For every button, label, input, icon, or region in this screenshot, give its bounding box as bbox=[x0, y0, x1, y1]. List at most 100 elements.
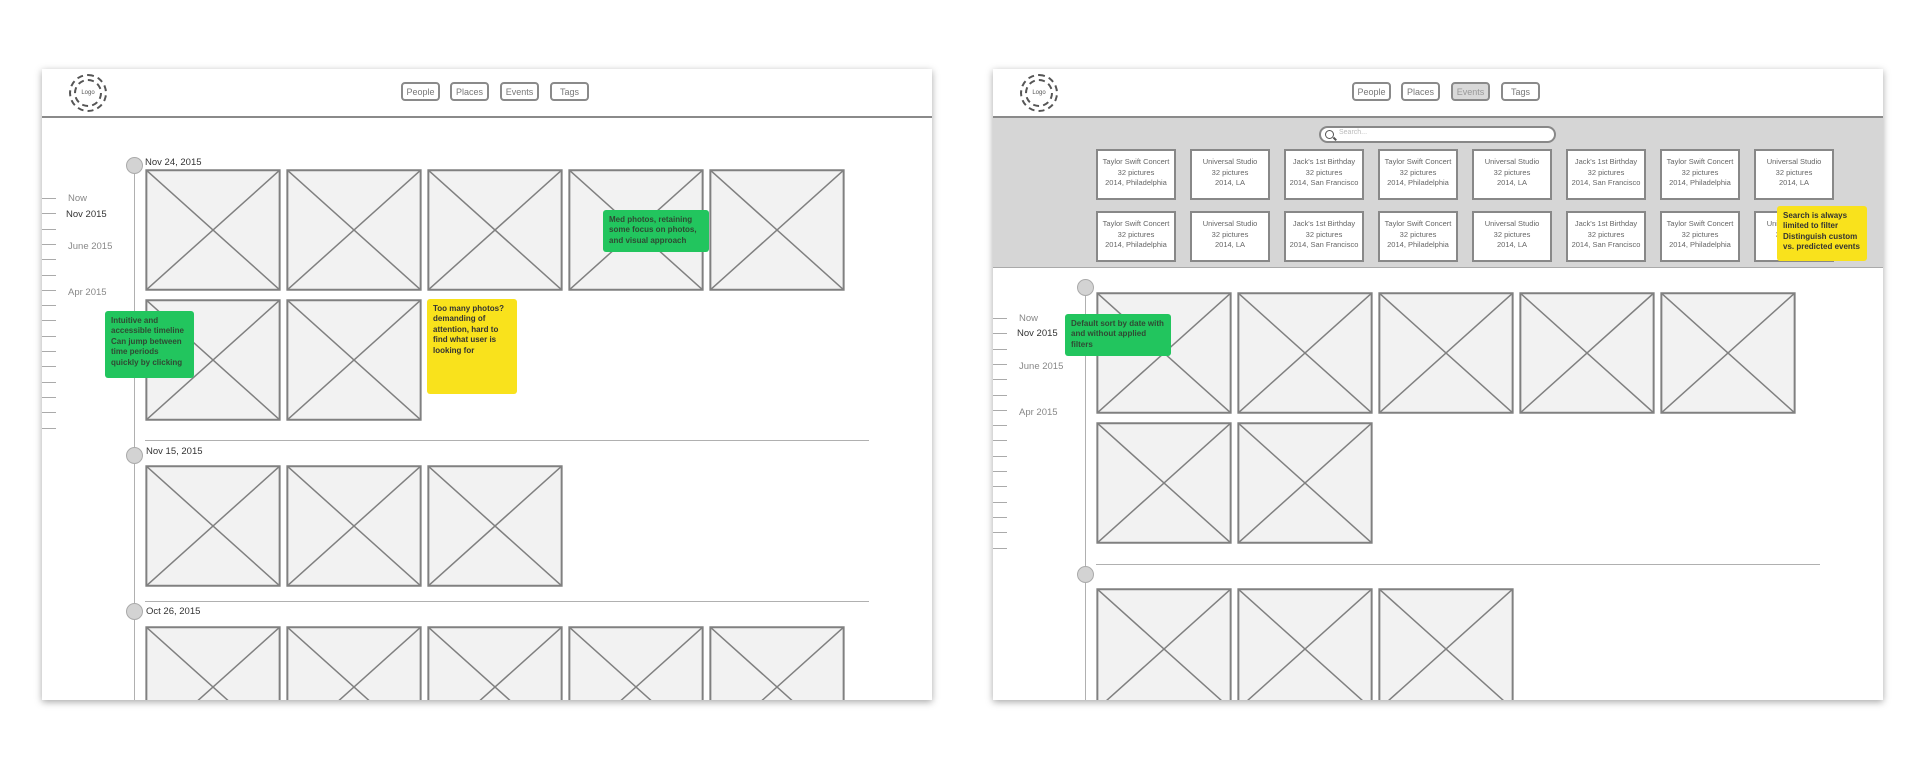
photo-placeholder[interactable] bbox=[709, 169, 845, 291]
event-card-count: 32 pictures bbox=[1399, 167, 1437, 177]
timeline-current[interactable]: Nov 2015 bbox=[66, 209, 107, 220]
timeline-tick bbox=[42, 198, 56, 199]
nav-tags[interactable]: Tags bbox=[1501, 82, 1540, 101]
event-card-count: 32 pictures bbox=[1117, 229, 1155, 239]
logo: Logo bbox=[1020, 74, 1058, 112]
photo-placeholder[interactable] bbox=[709, 626, 845, 700]
event-card-title: Universal Studio bbox=[1484, 157, 1540, 166]
event-card-title: Jack's 1st Birthday bbox=[1574, 157, 1638, 166]
nav-events[interactable]: Events bbox=[1451, 82, 1490, 101]
timeline-tick bbox=[993, 455, 1007, 457]
photo-placeholder[interactable] bbox=[286, 299, 422, 421]
photo-placeholder[interactable] bbox=[1378, 588, 1514, 700]
event-card-title: Taylor Swift Concert bbox=[1384, 219, 1452, 228]
photo-placeholder[interactable] bbox=[286, 465, 422, 587]
event-card-meta: 2014, LA bbox=[1214, 240, 1246, 249]
photo-placeholder[interactable] bbox=[427, 465, 563, 587]
divider bbox=[1096, 564, 1820, 565]
event-card-count: 32 pictures bbox=[1305, 167, 1343, 177]
timeline-tick bbox=[42, 243, 56, 245]
timeline-tick bbox=[42, 213, 56, 215]
timeline-june[interactable]: June 2015 bbox=[68, 241, 113, 252]
photo-placeholder[interactable] bbox=[1660, 292, 1796, 414]
divider bbox=[145, 440, 869, 441]
timeline-line bbox=[134, 165, 135, 700]
photo-placeholder[interactable] bbox=[1237, 422, 1373, 544]
timeline-tick bbox=[42, 259, 56, 261]
event-card-meta: 2014, San Francisco bbox=[1571, 178, 1641, 187]
timeline-apr[interactable]: Apr 2015 bbox=[1019, 407, 1058, 418]
sticky-note: Intuitive and accessible timeline Can ju… bbox=[105, 311, 194, 378]
nav-people[interactable]: People bbox=[1352, 82, 1391, 101]
nav-places[interactable]: Places bbox=[450, 82, 489, 101]
photo-placeholder[interactable] bbox=[145, 465, 281, 587]
timeline-june[interactable]: June 2015 bbox=[1019, 361, 1064, 372]
event-card-title: Taylor Swift Concert bbox=[1666, 157, 1734, 166]
nav-places[interactable]: Places bbox=[1401, 82, 1440, 101]
event-card-meta: 2014, San Francisco bbox=[1289, 240, 1359, 249]
nav-events[interactable]: Events bbox=[500, 82, 539, 101]
timeline-tick bbox=[993, 501, 1007, 503]
search-input[interactable]: Search... bbox=[1319, 126, 1556, 143]
timeline-apr[interactable]: Apr 2015 bbox=[68, 287, 107, 298]
event-card-count: 32 pictures bbox=[1399, 229, 1437, 239]
timeline-tick bbox=[993, 471, 1007, 472]
timeline-tick bbox=[42, 274, 56, 276]
photo-placeholder[interactable] bbox=[1519, 292, 1655, 414]
nav-tags[interactable]: Tags bbox=[550, 82, 589, 101]
event-card-meta: 2014, LA bbox=[1496, 178, 1528, 187]
timeline-tick bbox=[993, 516, 1007, 518]
photo-placeholder[interactable] bbox=[1096, 422, 1232, 544]
nav-people[interactable]: People bbox=[401, 82, 440, 101]
timeline-node[interactable] bbox=[126, 447, 143, 464]
photo-placeholder[interactable] bbox=[145, 626, 281, 700]
timeline-now[interactable]: Now bbox=[68, 193, 88, 204]
photo-placeholder[interactable] bbox=[1096, 588, 1232, 700]
photo-placeholder[interactable] bbox=[427, 626, 563, 700]
timeline-tick bbox=[42, 289, 56, 291]
timeline-tick bbox=[42, 320, 56, 322]
photo-placeholder[interactable] bbox=[286, 626, 422, 700]
photo-placeholder[interactable] bbox=[1378, 292, 1514, 414]
timeline-tick bbox=[42, 366, 56, 368]
photo-placeholder[interactable] bbox=[286, 169, 422, 291]
group-date: Nov 24, 2015 bbox=[145, 157, 202, 168]
photo-placeholder[interactable] bbox=[568, 626, 704, 700]
timeline-node[interactable] bbox=[126, 603, 143, 620]
timeline-node[interactable] bbox=[1077, 566, 1094, 583]
sticky-note: Too many photos? demanding of attention,… bbox=[427, 299, 517, 394]
photo-placeholder[interactable] bbox=[1237, 588, 1373, 700]
event-card-meta: 2014, Philadelphia bbox=[1105, 240, 1167, 249]
timeline-current[interactable]: Nov 2015 bbox=[1017, 328, 1058, 339]
event-card-count: 32 pictures bbox=[1587, 229, 1625, 239]
photo-placeholder[interactable] bbox=[145, 169, 281, 291]
photo-placeholder[interactable] bbox=[1237, 292, 1373, 414]
logo: Logo bbox=[69, 74, 107, 112]
search-icon bbox=[1325, 130, 1334, 139]
timeline-node[interactable] bbox=[1077, 279, 1094, 296]
timeline-tick bbox=[993, 348, 1007, 350]
group-date: Oct 26, 2015 bbox=[146, 606, 201, 617]
timeline-tick bbox=[42, 351, 56, 352]
event-card-title: Universal Studio bbox=[1484, 219, 1540, 228]
photo-placeholder[interactable] bbox=[427, 169, 563, 291]
timeline-node[interactable] bbox=[126, 157, 143, 174]
timeline-now[interactable]: Now bbox=[1019, 313, 1039, 324]
timeline-tick bbox=[42, 427, 56, 429]
